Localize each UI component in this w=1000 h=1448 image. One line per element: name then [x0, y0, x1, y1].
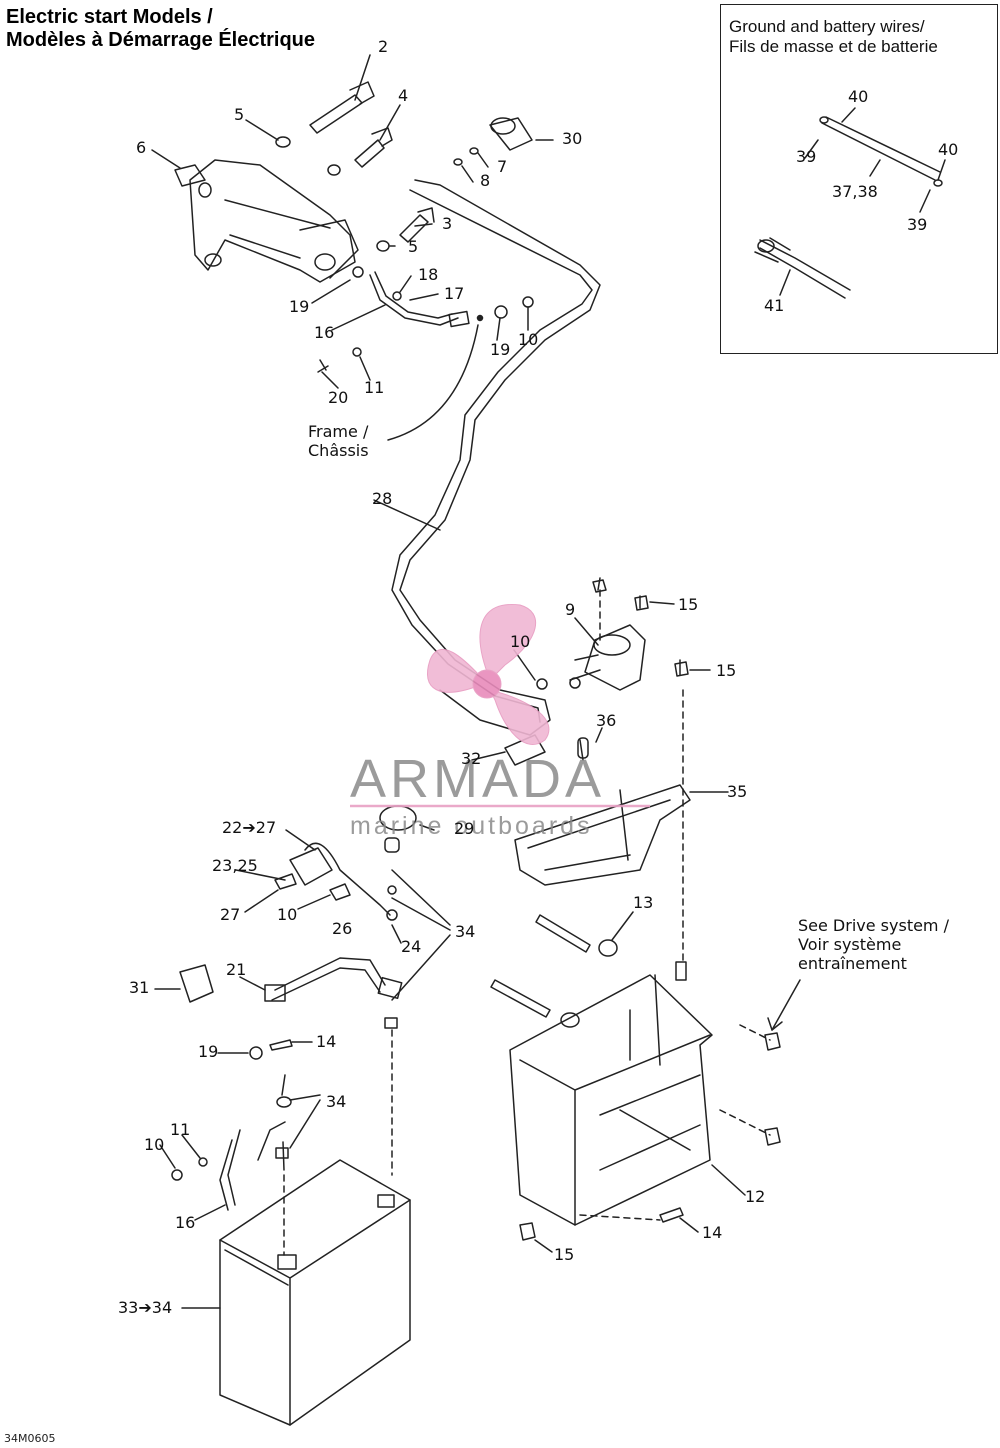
part-callout: 2 — [378, 37, 389, 56]
part-callout: 16 — [314, 323, 335, 342]
part-callout: 34 — [455, 922, 476, 941]
cable-16-top — [369, 274, 459, 326]
frame-note-line2: Châssis — [308, 441, 369, 460]
starter-motor — [174, 159, 359, 283]
part-callout: 15 — [554, 1245, 575, 1264]
part-callout: 35 — [727, 782, 748, 801]
figure-code: 34M0605 — [4, 1432, 56, 1445]
solenoid-9 — [536, 624, 646, 691]
watermark-propeller-logo — [427, 603, 550, 745]
frame-note-line1: Frame / — [308, 422, 369, 441]
inset-callout: 39 — [796, 147, 817, 166]
drive-system-note-line3: entraînement — [798, 954, 907, 973]
battery-33 — [219, 1159, 411, 1426]
part-callout: 19 — [289, 297, 310, 316]
part-callout: 15 — [678, 595, 699, 614]
part-callout: 28 — [372, 489, 393, 508]
watermark-tagline: marine outboards — [350, 812, 593, 840]
part-callout: 22➔27 — [222, 818, 277, 837]
bolt-2 — [309, 81, 375, 134]
part-callout: 36 — [596, 711, 617, 730]
part-callout: 8 — [480, 171, 491, 190]
part-callout: 15 — [716, 661, 737, 680]
part-callout: 5 — [408, 237, 419, 256]
cable-21 — [274, 957, 386, 991]
drive-system-note-line2: Voir système — [798, 935, 902, 954]
diagram-title-line2: Modèles à Démarrage Électrique — [6, 29, 316, 51]
part-callout: 31 — [129, 978, 150, 997]
part-callout: 18 — [418, 265, 439, 284]
part-callout: 34 — [326, 1092, 347, 1111]
part-callout: 3 — [442, 214, 453, 233]
watermark-name: ARMADA — [350, 749, 606, 809]
part-callout: 4 — [398, 86, 409, 105]
part-callout: 10 — [518, 330, 539, 349]
part-callout: 10 — [277, 905, 298, 924]
part-callout: 14 — [316, 1032, 337, 1051]
part-callout: 11 — [170, 1120, 191, 1139]
inset-title-line2: Fils de masse et de batterie — [729, 37, 938, 56]
part-callout: 27 — [220, 905, 241, 924]
part-callout: 19 — [198, 1042, 219, 1061]
part-callout: 5 — [234, 105, 245, 124]
inset-callout: 40 — [938, 140, 959, 159]
inset-callout: 41 — [764, 296, 785, 315]
part-callout: 9 — [565, 600, 576, 619]
part-callout: 12 — [745, 1187, 766, 1206]
inset-wires — [754, 116, 943, 299]
part-callout: 24 — [401, 937, 422, 956]
bolt-4 — [354, 127, 393, 168]
part-callout: 14 — [702, 1223, 723, 1242]
cable-16-bottom — [219, 1129, 241, 1211]
part-callout: 21 — [226, 960, 247, 979]
boot-30 — [489, 117, 533, 151]
part-callout: 7 — [497, 157, 508, 176]
part-callout: 19 — [490, 340, 511, 359]
part-callout: 17 — [444, 284, 465, 303]
part-callout: 26 — [332, 919, 353, 938]
part-callout: 6 — [136, 138, 147, 157]
drive-system-note-line1: See Drive system / — [798, 916, 949, 935]
part-callout: 16 — [175, 1213, 196, 1232]
part-callout: 30 — [562, 129, 583, 148]
cable-28 — [399, 179, 601, 736]
inset-title-line1: Ground and battery wires/ — [729, 17, 925, 36]
bracket-35 — [514, 784, 691, 886]
part-callout: 11 — [364, 378, 385, 397]
part-callout: 33➔34 — [118, 1298, 173, 1317]
inset-callout: 40 — [848, 87, 869, 106]
inset-callout: 39 — [907, 215, 928, 234]
ground-battery-wires-inset: Ground and battery wires/ Fils de masse … — [720, 4, 998, 354]
part-callout: 32 — [461, 749, 482, 768]
part-callout: 10 — [144, 1135, 165, 1154]
inset-callout: 37,38 — [832, 182, 878, 201]
diagram-title-line1: Electric start Models / — [6, 6, 213, 28]
crimping-tool-41 — [754, 237, 851, 299]
battery-tray-12 — [509, 961, 713, 1226]
part-callout: 23,25 — [212, 856, 258, 875]
part-callout: 29 — [454, 819, 475, 838]
part-callout: 10 — [510, 632, 531, 651]
part-callout: 13 — [633, 893, 654, 912]
part-callout: 20 — [328, 388, 349, 407]
